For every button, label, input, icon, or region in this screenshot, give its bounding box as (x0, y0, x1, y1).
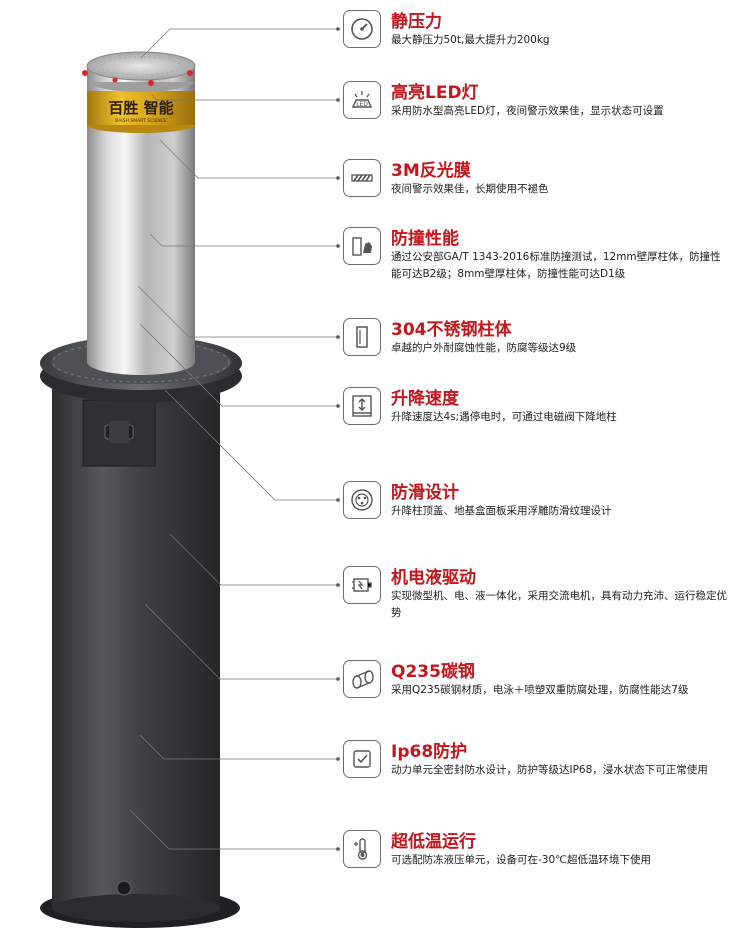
leader-line (149, 233, 338, 247)
leader-line (151, 94, 338, 101)
feature-title: 超低温运行 (391, 832, 476, 852)
leader-line (139, 734, 338, 760)
leader-dot (336, 757, 340, 761)
feature-description: 升降柱顶盖、地基盒面板采用浮雕防滑纹理设计 (391, 505, 612, 517)
leader-dot (336, 176, 340, 180)
gauge-icon (343, 10, 381, 48)
leader-dot (336, 98, 340, 102)
feature-description: 实现微型机、电、液一体化，采用交流电机，具有动力充沛、运行稳定优势 (391, 590, 727, 619)
led-light (82, 70, 88, 76)
feature-title: 防撞性能 (391, 229, 459, 249)
pillar-icon (343, 318, 381, 356)
feature-title: 升降速度 (391, 389, 459, 409)
leader-dot (336, 335, 340, 339)
feature-description: 可选配防冻液压单元，设备可在-30℃超低温环境下使用 (391, 854, 651, 866)
leader-line (169, 533, 338, 586)
feature-title: 3M反光膜 (391, 161, 471, 181)
led-light (112, 77, 118, 83)
band-logo: 百胜 智能 (108, 99, 173, 117)
feature-title: 机电液驱动 (391, 568, 476, 588)
led-lamp-icon: LED (343, 81, 381, 119)
thermometer-icon (343, 830, 381, 868)
feature-title: 304不锈钢柱体 (391, 320, 512, 340)
feature-title: 静压力 (391, 12, 442, 32)
leader-line (164, 389, 338, 501)
leader-line (139, 323, 338, 407)
led-light (187, 70, 193, 76)
steel-pipe-icon (343, 660, 381, 698)
leader-line (129, 809, 338, 850)
svg-text:LED: LED (356, 101, 368, 108)
leader-dot (336, 404, 340, 408)
feature-description: 采用Q235碳钢材质，电泳＋喷塑双重防腐处理，防腐性能达7级 (391, 684, 689, 696)
leader-dot (336, 244, 340, 248)
crash-test-icon (343, 227, 381, 265)
leader-line (144, 603, 338, 680)
leader-line (159, 139, 338, 179)
anti-slip-icon (343, 481, 381, 519)
feature-description: 夜间警示效果佳，长期使用不褪色 (391, 183, 549, 195)
feature-description: 采用防水型高亮LED灯，夜间警示效果佳，显示状态可设置 (391, 105, 664, 117)
reflective-stripe-icon (343, 159, 381, 197)
feature-description: 卓越的户外耐腐蚀性能，防腐等级达9级 (391, 342, 577, 354)
feature-description: 通过公安部GA/T 1343-2016标准防撞测试，12mm壁厚柱体，防撞性能可… (391, 251, 721, 280)
leader-line (137, 285, 338, 338)
led-light (148, 80, 154, 86)
feature-title: 高亮LED灯 (391, 83, 479, 103)
leader-dot (336, 583, 340, 587)
leader-dot (336, 847, 340, 851)
feature-description: 最大静压力50t,最大提升力200kg (391, 34, 550, 46)
leader-dot (336, 498, 340, 502)
leader-dot (336, 27, 340, 31)
leader-line (140, 28, 338, 59)
band-subtext: BAISH SMART SCIENCE (115, 118, 167, 124)
leader-dot (336, 677, 340, 681)
feature-title: 防滑设计 (391, 483, 459, 503)
waterproof-check-icon (343, 740, 381, 778)
feature-description: 升降速度达4s;遇停电时，可通过电磁阀下降地柱 (391, 411, 617, 423)
motor-icon (343, 566, 381, 604)
column-cap (86, 51, 196, 81)
lift-speed-icon (343, 387, 381, 425)
feature-title: Ip68防护 (391, 742, 468, 762)
feature-description: 动力单元全密封防水设计，防护等级达IP68，浸水状态下可正常使用 (391, 764, 708, 776)
feature-title: Q235碳钢 (391, 662, 475, 682)
drain-port (116, 880, 132, 896)
